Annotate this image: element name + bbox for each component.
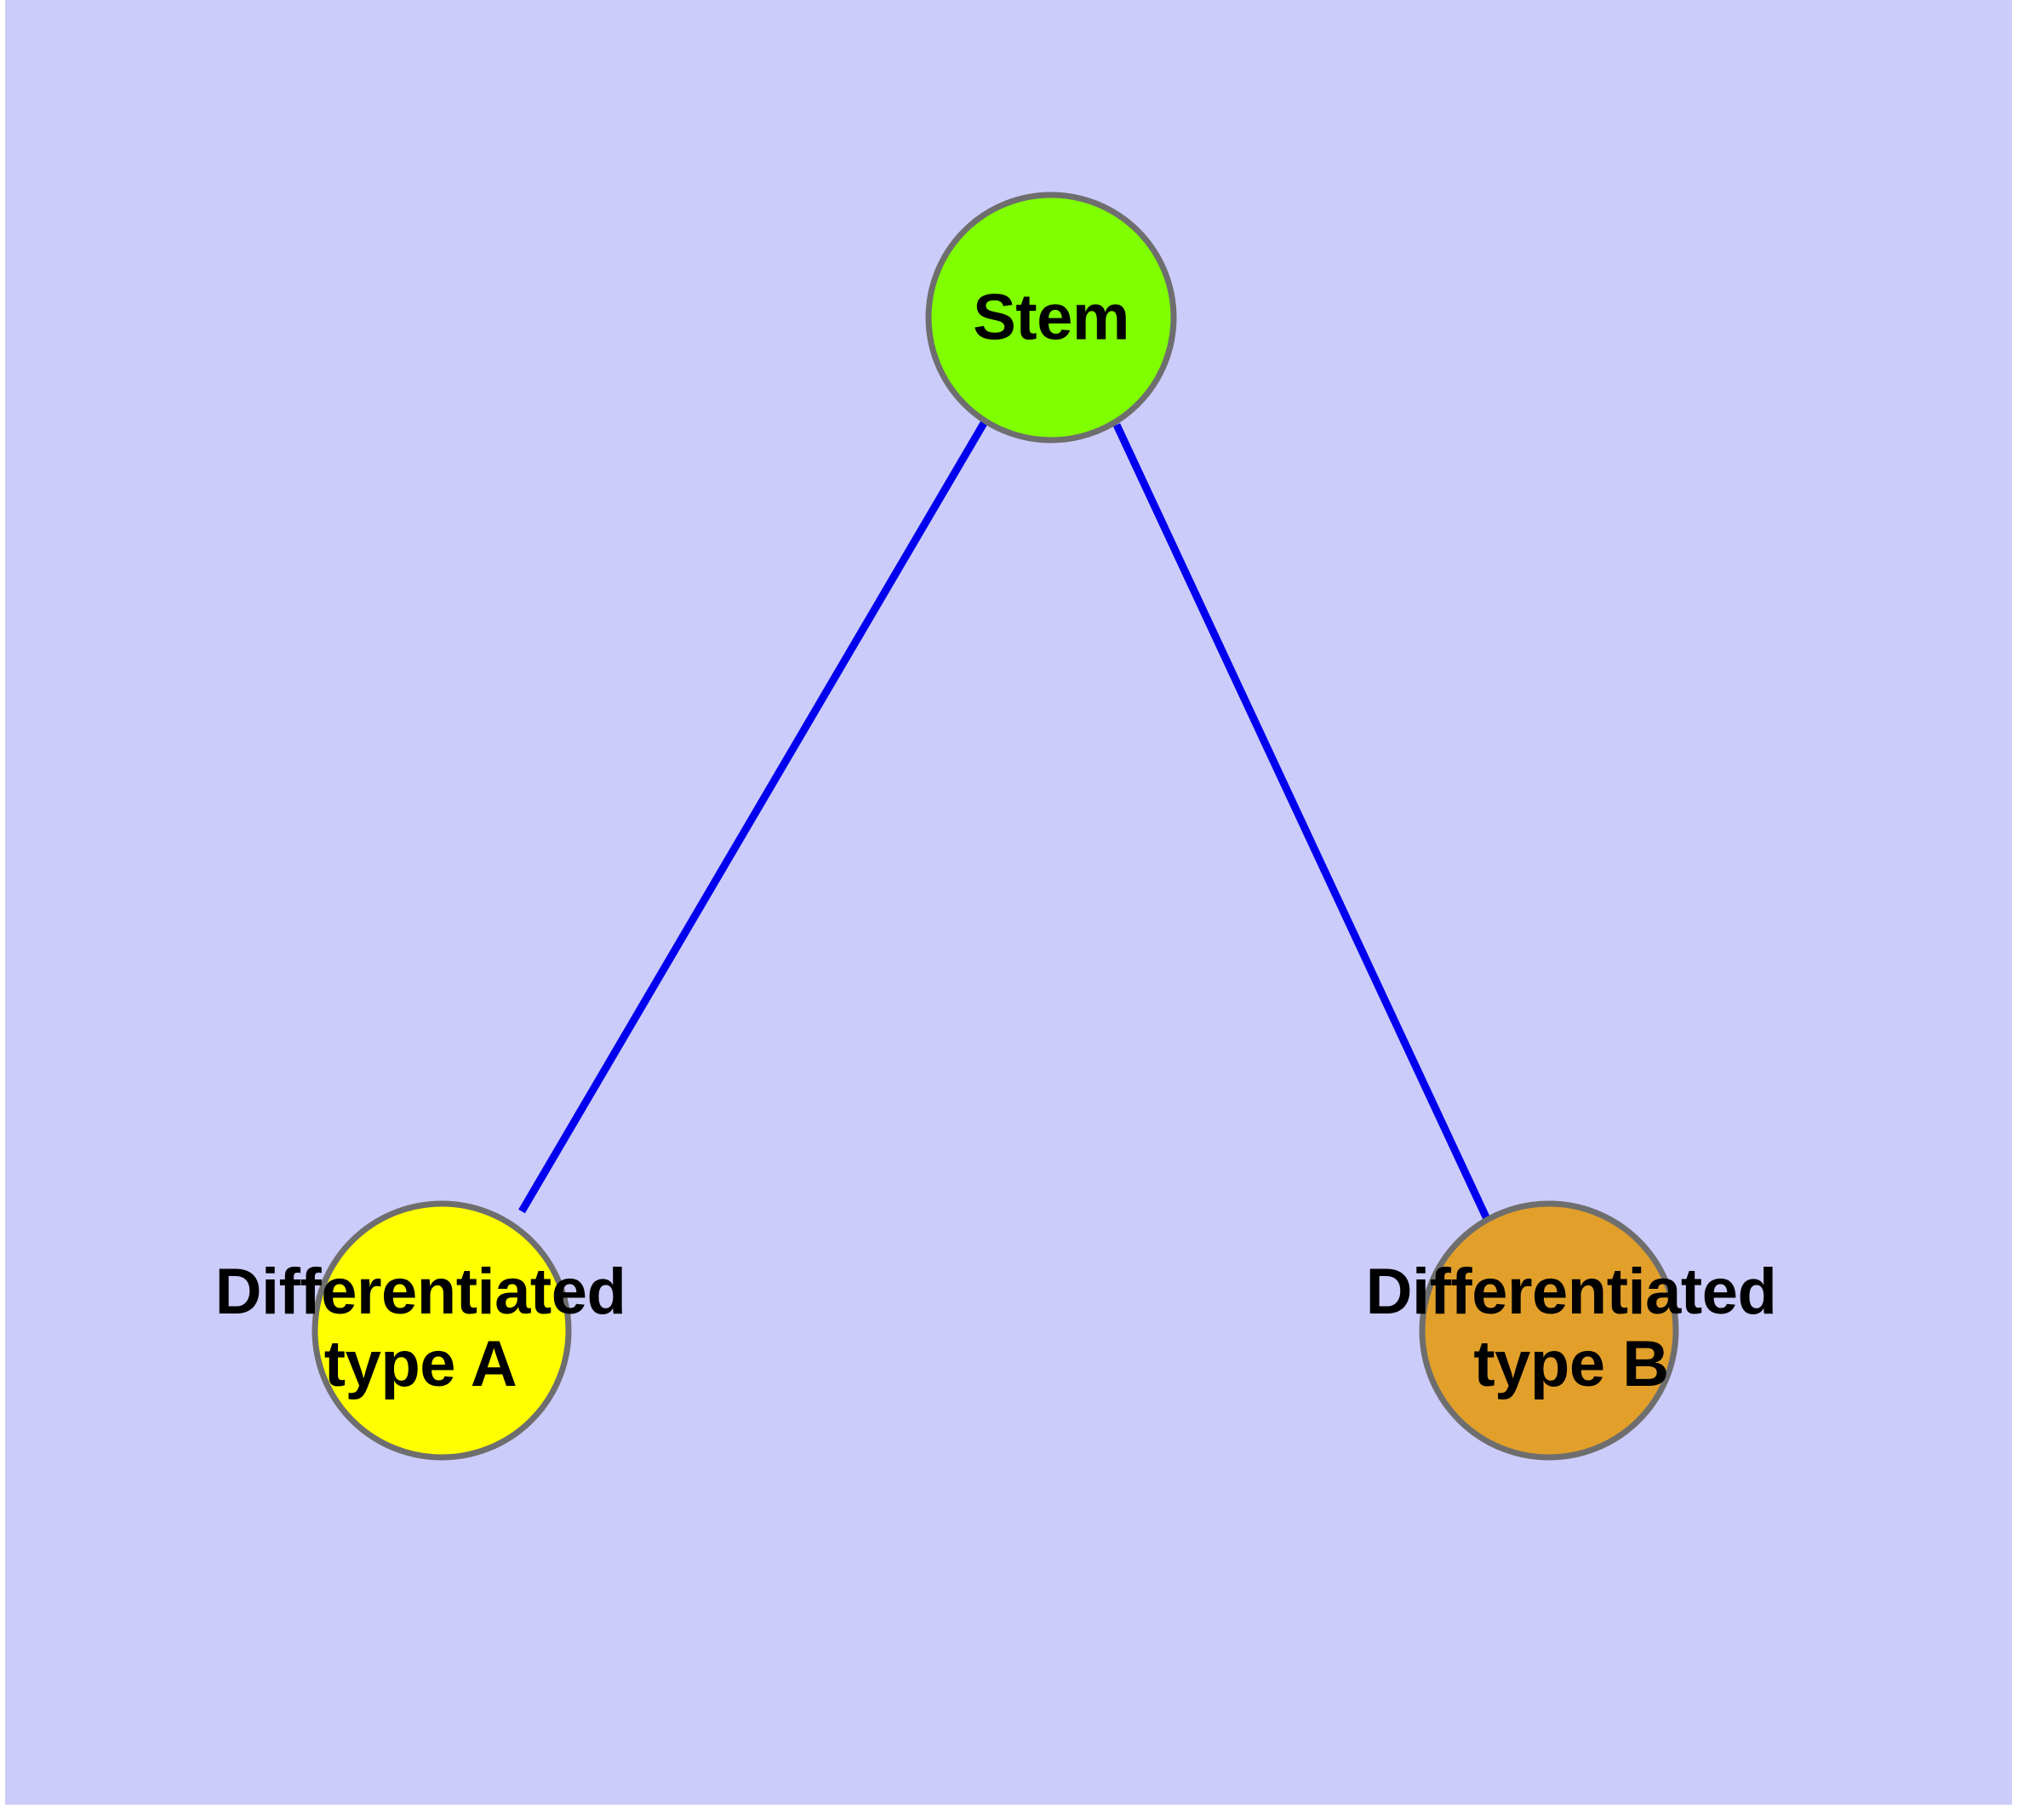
- edge-stem-to-diff-b: [1112, 423, 1492, 1222]
- node-differentiated-type-a[interactable]: [311, 1200, 572, 1461]
- edge-stem-to-diff-a: [518, 421, 987, 1214]
- edge-layer: [518, 421, 1492, 1222]
- node-stem[interactable]: [925, 192, 1177, 444]
- node-differentiated-type-b[interactable]: [1419, 1200, 1679, 1461]
- node-layer: [311, 192, 1679, 1461]
